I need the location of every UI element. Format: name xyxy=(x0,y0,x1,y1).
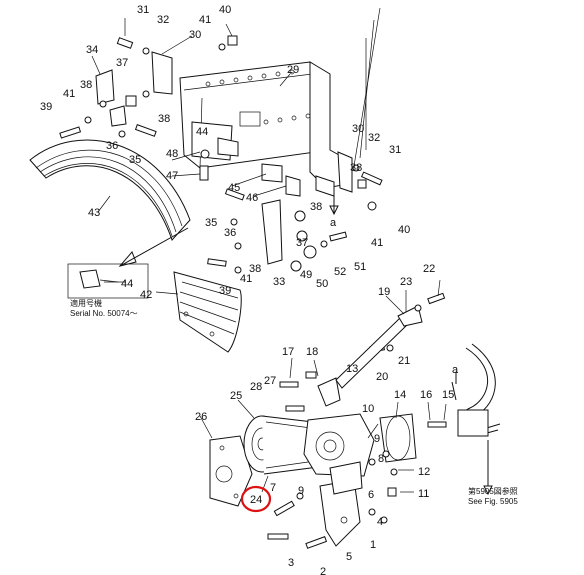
callout-50: 50 xyxy=(316,278,328,290)
bracket-cluster xyxy=(191,121,348,274)
callout-17: 17 xyxy=(282,346,294,358)
callout-7: 7 xyxy=(270,482,276,494)
callout-26: 26 xyxy=(195,411,207,423)
alternator-assembly xyxy=(209,292,501,549)
callout-39: 39 xyxy=(40,101,52,113)
callout-38b: 38 xyxy=(158,113,170,125)
leader-lines xyxy=(91,7,447,493)
callout-25: 25 xyxy=(230,390,242,402)
callout-19: 19 xyxy=(378,286,390,298)
callout-30: 30 xyxy=(189,29,201,41)
callout-a2: a xyxy=(452,364,459,376)
callout-9b: 9 xyxy=(298,485,304,497)
callout-32b: 32 xyxy=(368,132,380,144)
callout-13: 13 xyxy=(346,363,358,375)
callout-38e: 38 xyxy=(249,263,261,275)
callout-3: 3 xyxy=(288,557,294,569)
callout-48: 48 xyxy=(166,148,178,160)
callout-45: 45 xyxy=(228,182,240,194)
callout-36b: 36 xyxy=(224,227,236,239)
callout-35b: 35 xyxy=(205,217,217,229)
callout-41c: 41 xyxy=(371,237,383,249)
callout-labels: 31 32 41 40 30 34 29 37 38 41 39 38 36 3… xyxy=(40,4,518,575)
callout-37b: 37 xyxy=(296,237,308,249)
callout-28: 28 xyxy=(250,381,262,393)
callout-44b: 44 xyxy=(121,278,133,290)
callout-38d: 38 xyxy=(310,201,322,213)
callout-15: 15 xyxy=(442,389,454,401)
callout-a1: a xyxy=(330,217,337,229)
callout-40b: 40 xyxy=(398,224,410,236)
callout-34: 34 xyxy=(86,44,98,56)
highlight-ring xyxy=(240,485,272,513)
callout-38: 38 xyxy=(80,79,92,91)
callout-31: 31 xyxy=(137,4,149,16)
see-fig-jp: 第5905図参照 xyxy=(468,486,518,496)
callout-14: 14 xyxy=(394,389,406,401)
callout-52: 52 xyxy=(334,266,346,278)
callout-41b: 41 xyxy=(63,88,75,100)
callout-21: 21 xyxy=(398,355,410,367)
callout-37: 37 xyxy=(116,57,128,69)
top-hardware xyxy=(59,35,383,211)
callout-46: 46 xyxy=(246,192,258,204)
fan-guard xyxy=(173,271,242,353)
fan-shroud xyxy=(29,139,191,267)
callout-43: 43 xyxy=(88,207,100,219)
callout-6: 6 xyxy=(368,489,374,501)
callout-35: 35 xyxy=(129,154,141,166)
callout-24: 24 xyxy=(250,494,262,506)
see-fig-en: See Fig. 5905 xyxy=(468,497,518,506)
cover-panel xyxy=(151,51,353,193)
callout-16: 16 xyxy=(420,389,432,401)
serial-note-en: Serial No. 50074～ xyxy=(70,309,138,318)
callout-40: 40 xyxy=(219,4,231,16)
callout-42: 42 xyxy=(140,289,152,301)
callout-23: 23 xyxy=(400,276,412,288)
callout-2: 2 xyxy=(320,566,326,575)
callout-8: 8 xyxy=(378,453,384,465)
callout-11: 11 xyxy=(418,488,429,500)
callout-49: 49 xyxy=(300,269,312,281)
callout-36: 36 xyxy=(106,140,118,152)
callout-32: 32 xyxy=(157,14,169,26)
callout-12: 12 xyxy=(418,466,430,478)
callout-47: 47 xyxy=(166,170,178,182)
callout-9: 9 xyxy=(374,433,380,445)
callout-1: 1 xyxy=(370,539,376,551)
callout-38c: 38 xyxy=(350,162,362,174)
callout-51: 51 xyxy=(354,261,366,273)
callout-27: 27 xyxy=(264,375,276,387)
serial-note-jp: 適用号機 xyxy=(70,298,102,308)
callout-10: 10 xyxy=(362,403,374,415)
inset-bracket xyxy=(67,263,149,299)
callout-31b: 31 xyxy=(389,144,401,156)
callout-29: 29 xyxy=(287,64,299,76)
callout-20: 20 xyxy=(376,371,388,383)
callout-33: 33 xyxy=(273,276,285,288)
callout-41d: 41 xyxy=(240,273,252,285)
callout-22: 22 xyxy=(423,263,435,275)
callout-30b: 30 xyxy=(352,123,364,135)
callout-44: 44 xyxy=(196,126,208,138)
callout-39b: 39 xyxy=(219,285,231,297)
callout-41: 41 xyxy=(199,14,211,26)
callout-5: 5 xyxy=(346,551,352,563)
callout-4: 4 xyxy=(377,516,383,528)
callout-18: 18 xyxy=(306,346,318,358)
